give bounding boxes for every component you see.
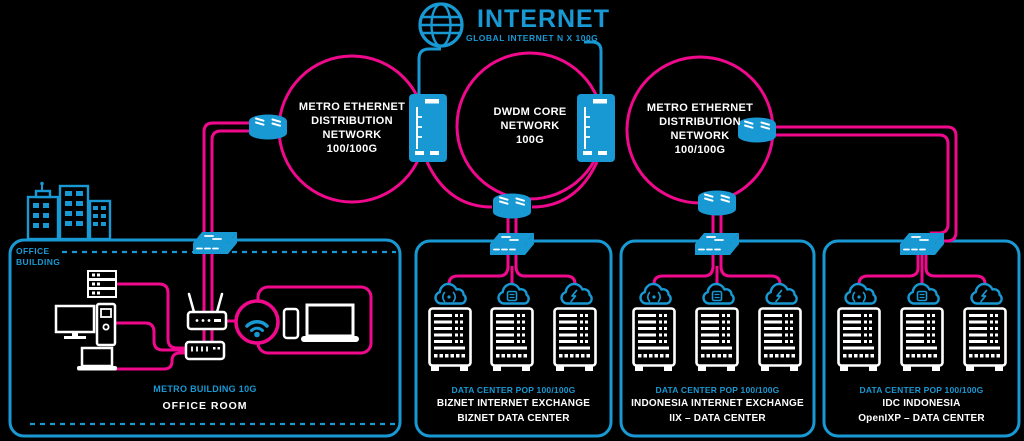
storage-unit-icon: [87, 270, 117, 298]
server-rack-icon: [553, 307, 597, 373]
server-rack-icon: [490, 307, 534, 373]
cloud-wireless-icon: [639, 282, 672, 305]
cloud-lightning-icon: [970, 282, 1003, 305]
cable-dc1-cloud-left: [447, 265, 510, 290]
cable-office-feed-b: [210, 129, 249, 345]
cable-dc3-cloud-left: [857, 255, 920, 290]
cable-desktop-switch: [115, 321, 188, 352]
dc2-name-line1: INDONESIA INTERNET EXCHANGE: [631, 398, 804, 409]
switch-icon-dc1: [489, 232, 535, 256]
laptop-icon-wifi: [301, 303, 359, 342]
internet-title: INTERNET: [477, 5, 610, 33]
cable-storage-switch: [116, 282, 188, 350]
cloud-lightning-icon: [765, 282, 798, 305]
cloud-wireless-icon: [434, 282, 467, 305]
server-rack-icon: [963, 307, 1007, 373]
server-rack-icon: [900, 307, 944, 373]
cable-dc1-cloud-right: [514, 265, 577, 290]
dc1-name-line2: BIZNET DATA CENTER: [457, 413, 570, 424]
cloud-lightning-icon: [560, 282, 593, 305]
router-icon-dc1: [492, 192, 532, 220]
server-rack-icon: [837, 307, 881, 373]
wifi-router-icon: [186, 292, 228, 331]
globe-icon: [418, 2, 464, 48]
dc3-name-line1: IDC INDONESIA: [882, 398, 961, 409]
cable-dwdm2-router: [531, 161, 599, 209]
wifi-signal-icon: [234, 299, 280, 345]
cable-dwdm1-router: [425, 161, 493, 209]
office-devices: [54, 270, 373, 371]
smartphone-icon: [282, 307, 300, 340]
switch-icon-office: [192, 231, 238, 255]
router-icon-dc2: [697, 189, 737, 217]
metro-network-label-right: METRO ETHERNET DISTRIBUTION NETWORK 100/…: [646, 102, 754, 156]
cable-laptop-switch: [112, 351, 188, 371]
cable-dc3-feed-b: [776, 133, 950, 235]
dc3-pop-label: DATA CENTER POP 100/100G: [859, 385, 984, 395]
dc1-name-line1: BIZNET INTERNET EXCHANGE: [436, 398, 591, 409]
office-building-icon: [26, 181, 112, 241]
internet-uplinks: [417, 40, 603, 97]
cloud-wireless-icon: [844, 282, 877, 305]
lan-switch-icon: [184, 340, 226, 361]
server-rack-icon: [632, 307, 676, 373]
server-rack-icon: [428, 307, 472, 373]
switch-icon-dc2: [694, 232, 740, 256]
server-rack-icon: [695, 307, 739, 373]
uplink-left: [417, 47, 441, 97]
dc2-name-line2: IIX – DATA CENTER: [669, 413, 766, 424]
desktop-computer-icon: [54, 302, 117, 347]
server-rack-icon: [758, 307, 802, 373]
cable-dc3-feed-a: [776, 125, 958, 243]
cloud-icons: [434, 282, 1003, 305]
internet-subtitle: GLOBAL INTERNET N X 100G: [466, 33, 599, 43]
dc2-pop-label: DATA CENTER POP 100/100G: [655, 385, 780, 395]
cable-dc2-cloud-right: [719, 265, 782, 290]
laptop-icon: [77, 346, 117, 371]
cable-dc3-cloud-right: [924, 255, 987, 290]
cable-office-feed-a: [202, 121, 249, 345]
server-racks: [428, 307, 1007, 373]
dwdm-core-label: DWDM CORE NETWORK 100G: [493, 106, 567, 146]
dc3-name-line2: OpenIXP – DATA CENTER: [858, 413, 985, 424]
office-building-label: OFFICE BUILDING: [16, 246, 61, 267]
cable-dc2-cloud-left: [652, 265, 715, 290]
switch-icon-dc3: [899, 232, 945, 256]
metro-network-label-left: METRO ETHERNET DISTRIBUTION NETWORK 100/…: [298, 101, 406, 155]
office-pop-label: METRO BUILDING 10G: [153, 384, 257, 394]
uplink-right: [584, 40, 603, 97]
office-room-label: OFFICE ROOM: [162, 400, 248, 412]
dc1-pop-label: DATA CENTER POP 100/100G: [451, 385, 576, 395]
